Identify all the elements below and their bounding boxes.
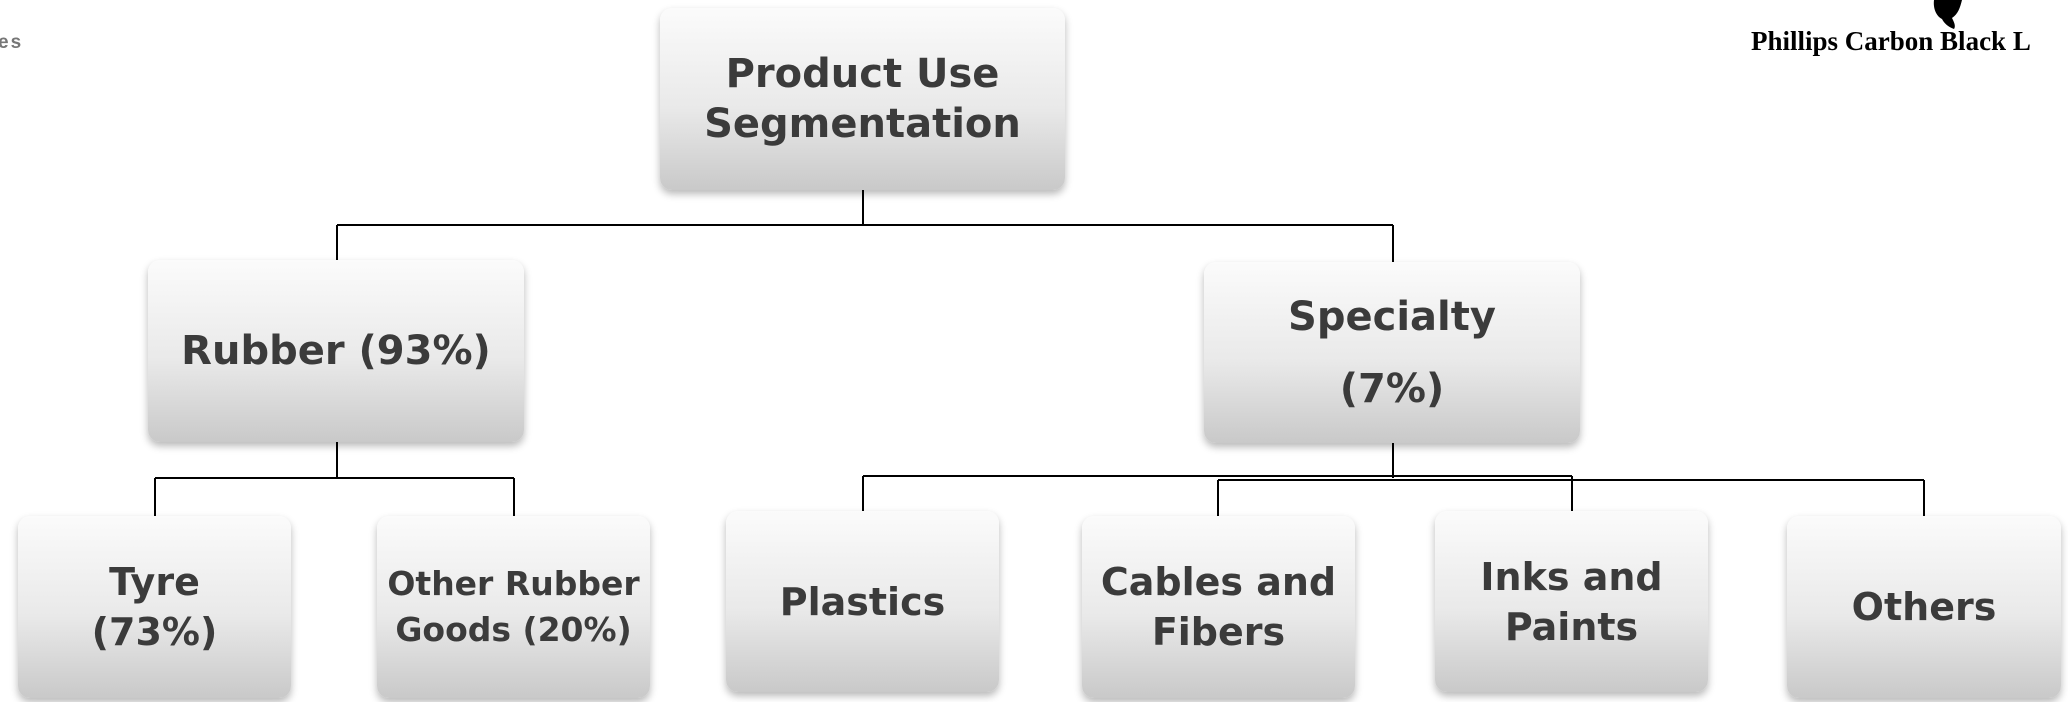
node-label-line2: Goods (20%): [395, 610, 632, 649]
node-label-line2: (7%): [1339, 365, 1445, 412]
node-label-line2: (73%): [91, 610, 218, 654]
node-label-line1: Specialty: [1288, 293, 1496, 340]
header-fragment-text: es: [0, 32, 24, 53]
node-tyre: Tyre (73%): [18, 516, 291, 698]
node-label: Others: [1851, 585, 1997, 629]
node-other-rubber-goods: Other Rubber Goods (20%): [377, 516, 650, 698]
node-product-use-segmentation: Product Use Segmentation: [660, 8, 1065, 190]
node-label-line2: Segmentation: [704, 101, 1021, 147]
node-inks-and-paints: Inks and Paints: [1435, 511, 1708, 692]
node-label-line1: Other Rubber: [387, 564, 640, 603]
company-logo-icon: [1933, 0, 1962, 29]
node-label-line2: Paints: [1504, 604, 1639, 649]
node-specialty: Specialty (7%): [1204, 262, 1580, 443]
node-others: Others: [1787, 516, 2061, 698]
node-label-line1: Cables and: [1100, 560, 1337, 604]
node-rubber: Rubber (93%): [148, 260, 524, 442]
node-label-line1: Inks and: [1480, 554, 1663, 599]
node-label-line1: Tyre: [109, 560, 200, 604]
node-label-line1: Product Use: [725, 51, 1000, 97]
node-label-line2: Fibers: [1151, 610, 1286, 654]
node-cables-and-fibers: Cables and Fibers: [1082, 516, 1355, 698]
node-plastics: Plastics: [726, 511, 999, 692]
node-label: Rubber (93%): [181, 328, 491, 374]
node-label: Plastics: [779, 579, 946, 624]
company-name: Phillips Carbon Black L: [1751, 26, 2031, 56]
